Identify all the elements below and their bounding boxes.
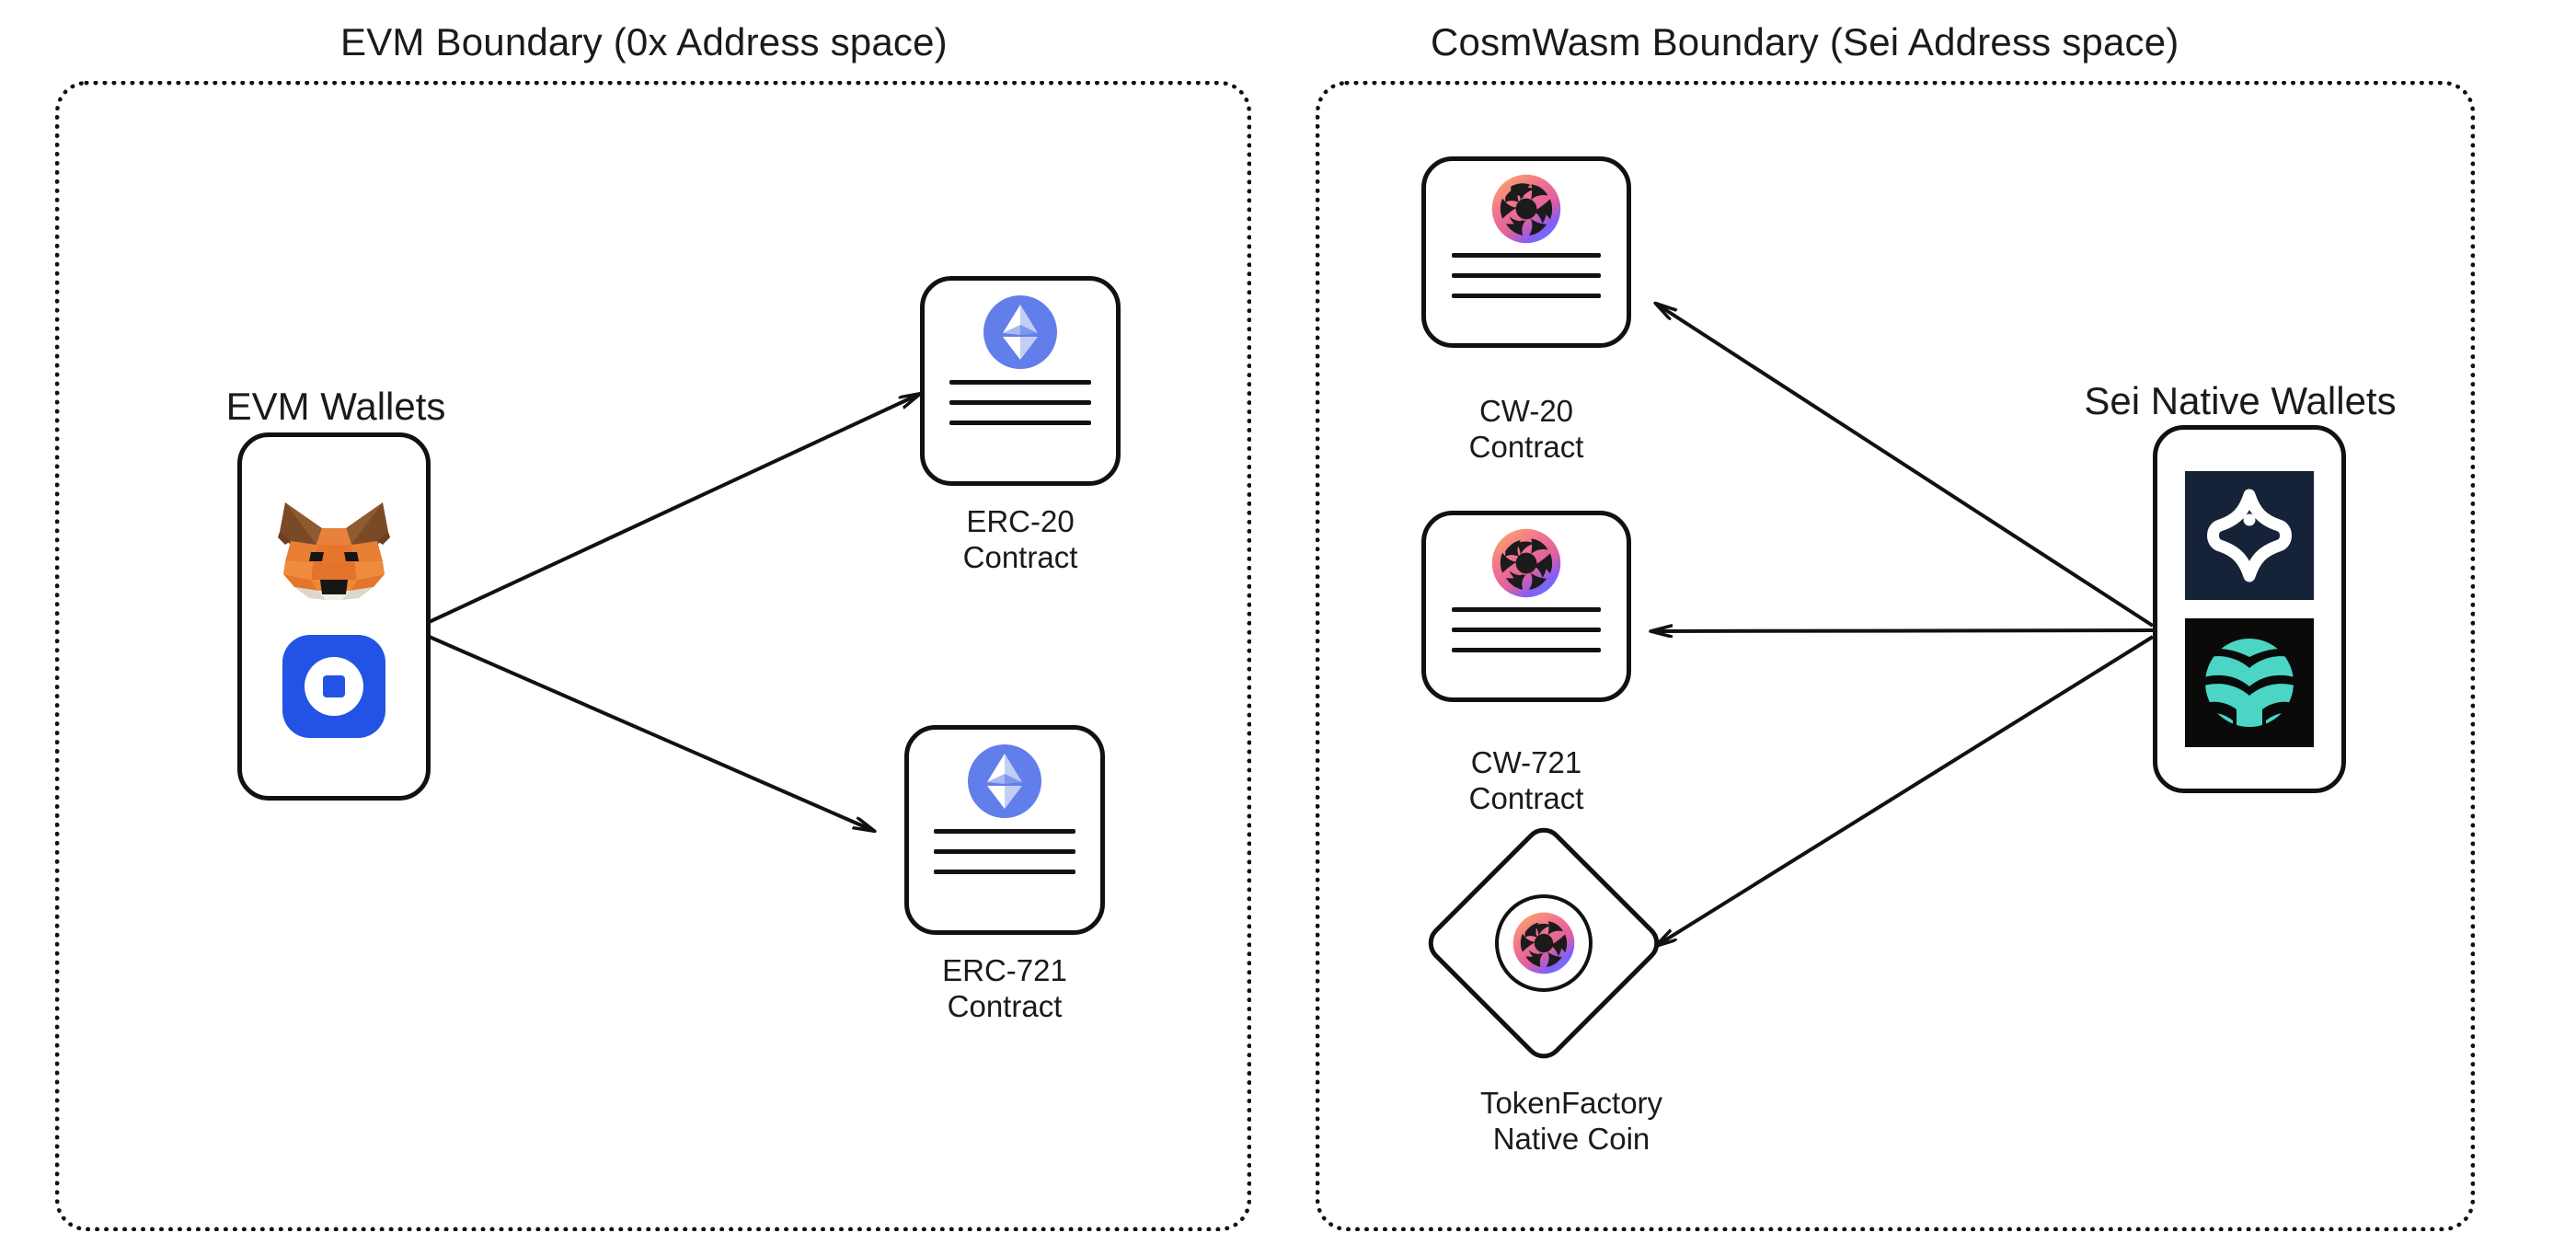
cw721-contract-node[interactable] — [1421, 511, 1631, 702]
erc20-contract-label: ERC-20 Contract — [962, 504, 1078, 574]
tokenfactory-coin-circle — [1495, 894, 1593, 992]
erc721-contract-label: ERC-721 Contract — [942, 953, 1067, 1023]
document-line — [949, 380, 1091, 385]
cosmwasm-boundary-title: CosmWasm Boundary (Sei Address space) — [1431, 20, 2179, 63]
document-line — [1452, 628, 1601, 632]
cosmwasm-icon — [1491, 174, 1561, 244]
document-lines — [1452, 253, 1601, 298]
sei-wallets-title: Sei Native Wallets — [2084, 379, 2397, 422]
compass-wallet-icon — [2185, 470, 2314, 600]
evm-wallets-node[interactable] — [237, 432, 431, 801]
coinbase-wallet-icon — [282, 635, 385, 739]
erc20-contract-node[interactable] — [920, 276, 1121, 486]
cosmwasm-boundary-region — [1316, 81, 2475, 1231]
cw721-contract-label: CW-721 Contract — [1468, 745, 1584, 815]
document-lines — [949, 380, 1091, 425]
document-line — [1452, 648, 1601, 652]
keplr-wallet-icon — [2185, 618, 2314, 748]
ethereum-icon — [966, 743, 1043, 820]
document-line — [1452, 607, 1601, 612]
cosmwasm-icon — [1512, 912, 1575, 974]
document-line — [949, 421, 1091, 425]
metamask-icon — [276, 495, 392, 604]
evm-boundary-title: EVM Boundary (0x Address space) — [340, 20, 948, 63]
document-line — [934, 849, 1075, 854]
evm-wallets-title: EVM Wallets — [225, 385, 446, 428]
sei-native-wallets-node[interactable] — [2153, 425, 2346, 793]
cw20-contract-node[interactable] — [1421, 156, 1631, 348]
ethereum-icon — [982, 294, 1059, 371]
cosmwasm-icon — [1491, 528, 1561, 598]
tokenfactory-native-coin-label: TokenFactory Native Coin — [1479, 1086, 1663, 1156]
document-line — [1452, 294, 1601, 298]
erc721-contract-node[interactable] — [904, 725, 1105, 935]
document-line — [1452, 273, 1601, 278]
document-line — [934, 829, 1075, 834]
cw20-contract-label: CW-20 Contract — [1468, 394, 1584, 464]
document-line — [934, 870, 1075, 874]
document-line — [1452, 253, 1601, 258]
document-lines — [1452, 607, 1601, 652]
document-lines — [934, 829, 1075, 874]
document-line — [949, 400, 1091, 405]
evm-boundary-region — [55, 81, 1251, 1231]
